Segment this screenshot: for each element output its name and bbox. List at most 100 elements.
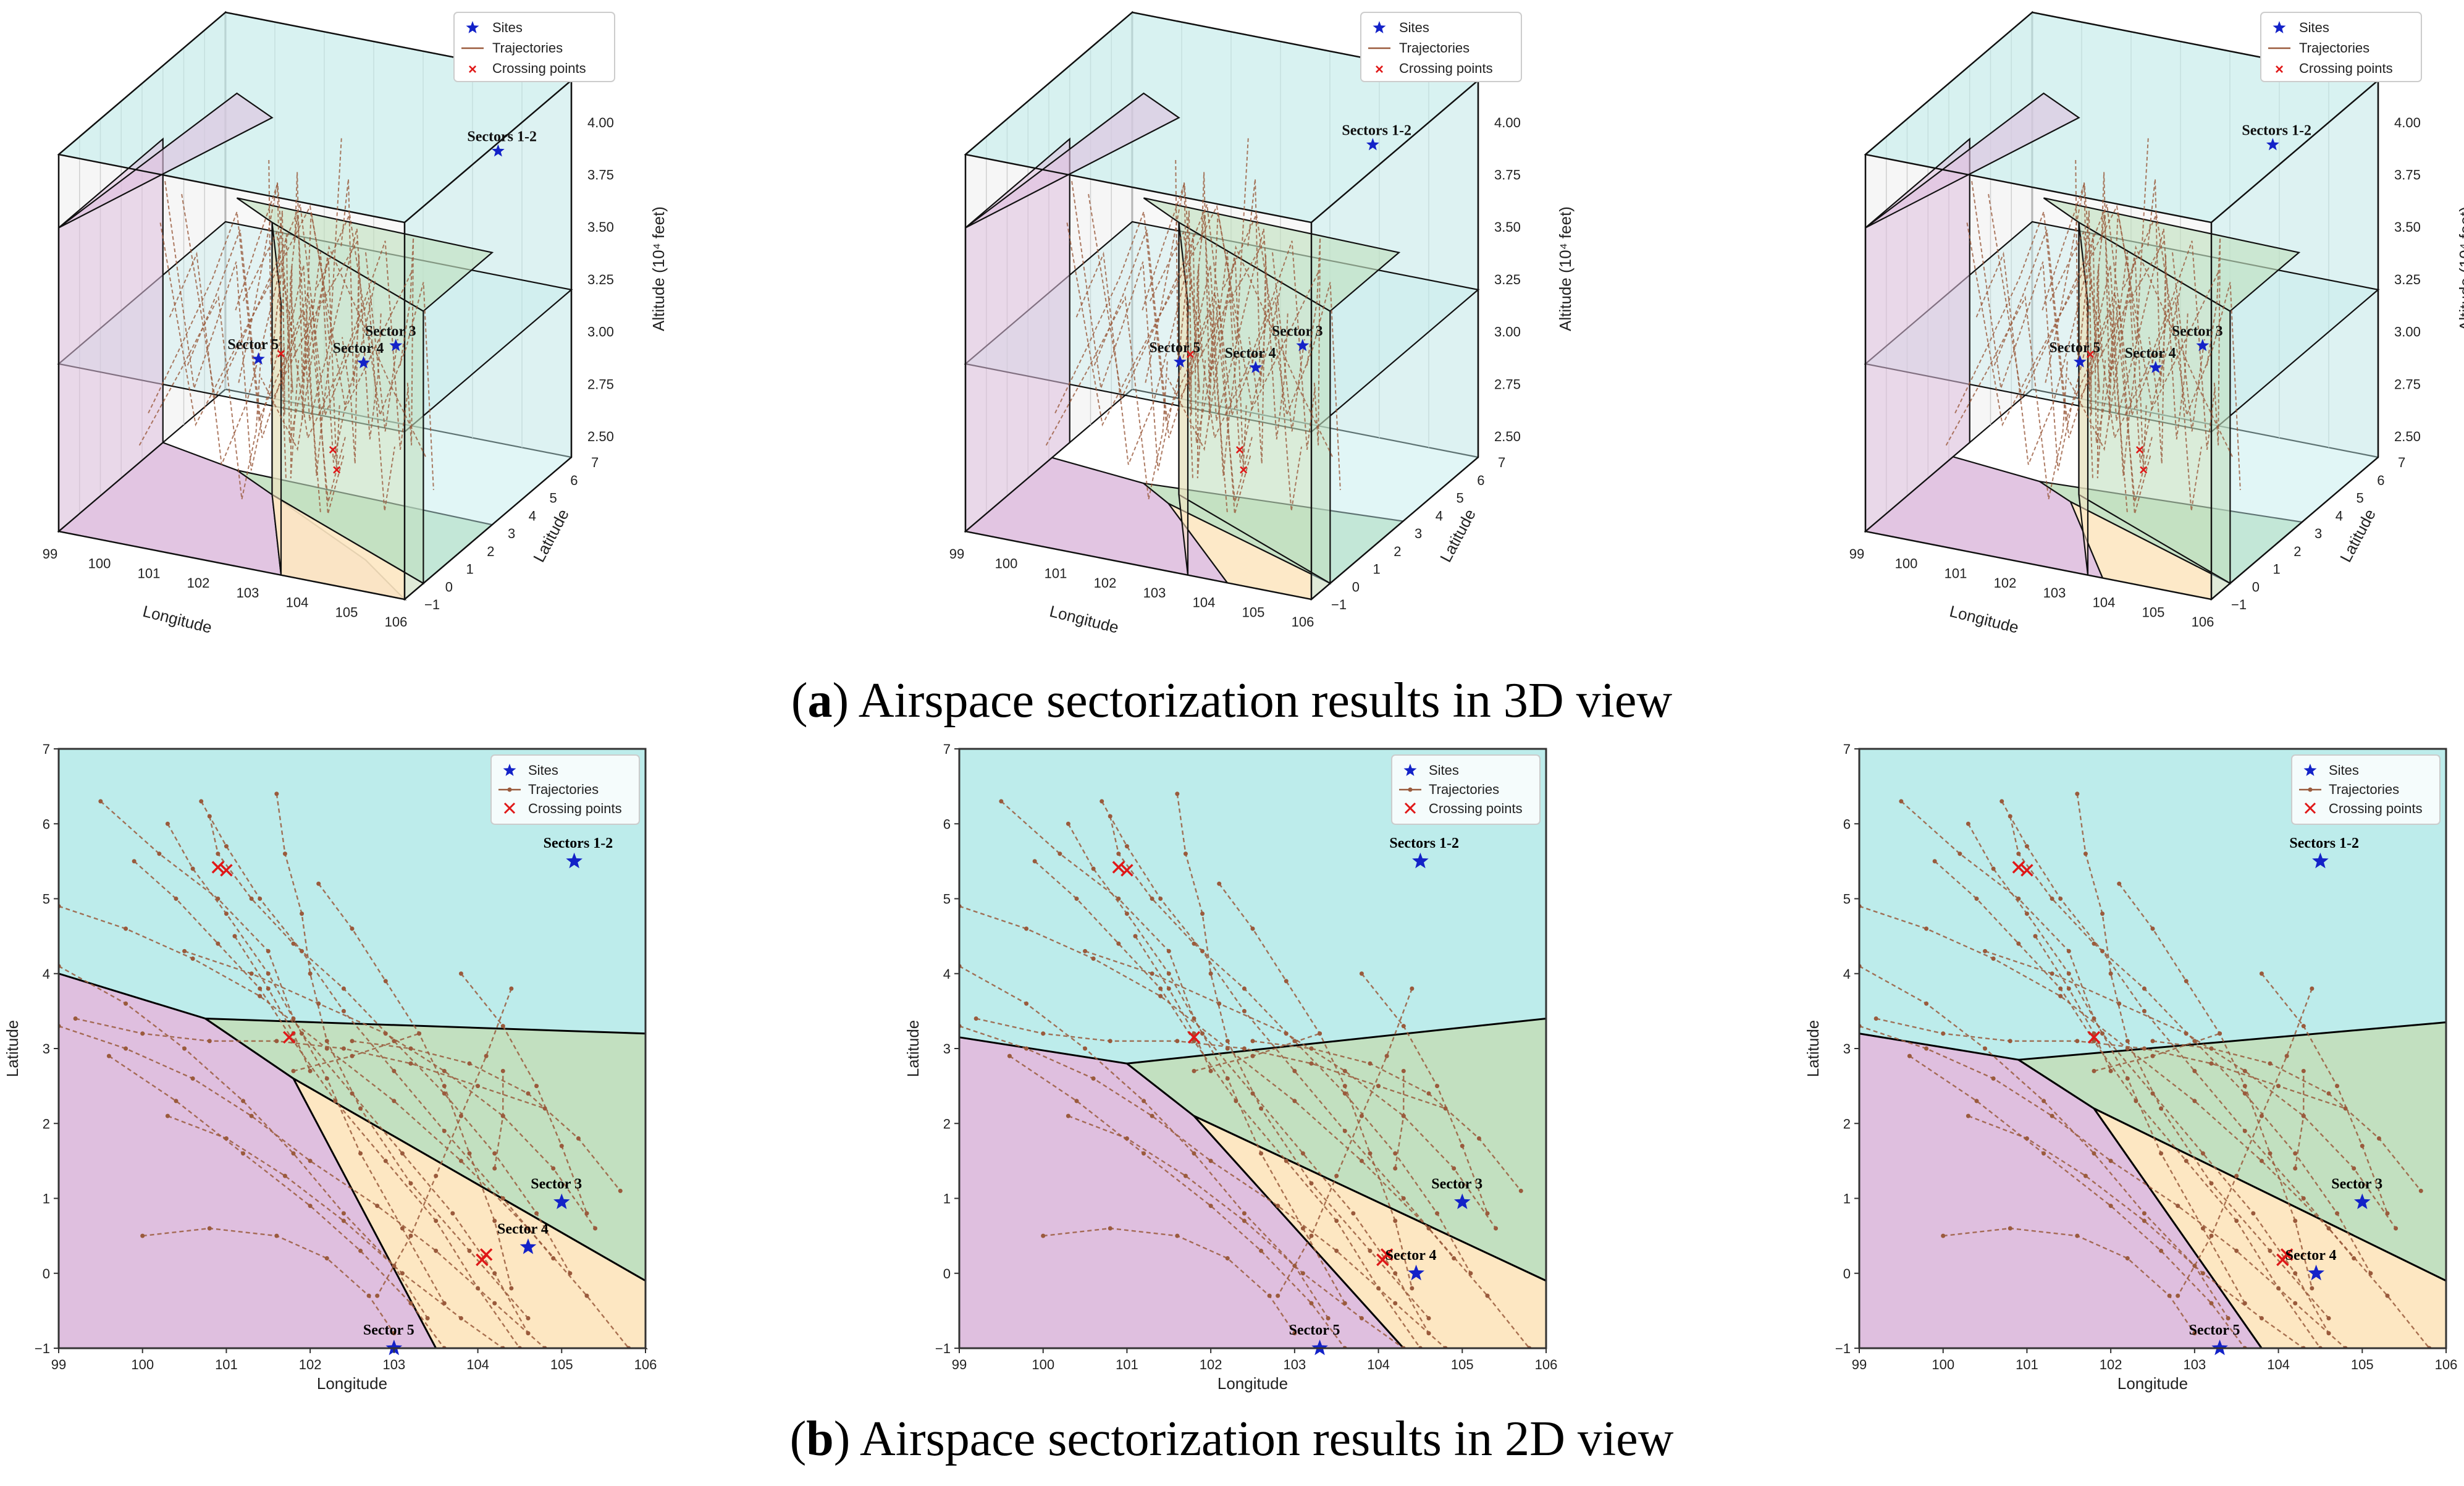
trajectory-point xyxy=(1158,994,1163,998)
trajectory-3d-2 xyxy=(1088,194,1302,512)
trajectory-point xyxy=(484,1053,489,1058)
trajectory-3d-10 xyxy=(399,237,414,445)
trajectory-point xyxy=(1300,1271,1305,1276)
trajectory-point xyxy=(2259,1113,2264,1118)
y-tick-label: −1 xyxy=(35,1341,50,1356)
trajectory-point xyxy=(1974,1099,1979,1104)
trajectory-point xyxy=(341,1218,346,1223)
trajectory-point xyxy=(224,911,229,916)
trajectory-point xyxy=(2050,971,2054,976)
trajectory-point xyxy=(1200,911,1205,916)
trajectory-point xyxy=(2234,1173,2239,1178)
trajectory-point xyxy=(2066,971,2071,976)
trajectory-point xyxy=(1158,897,1163,901)
trajectory-point xyxy=(2209,1233,2214,1238)
trajectory-point xyxy=(1142,1151,1146,1156)
site-3d-2 xyxy=(389,339,403,352)
trajectory-point xyxy=(1183,851,1188,856)
trajectory-point xyxy=(1192,941,1196,946)
trajectory-point xyxy=(1410,1286,1415,1291)
trajectory-point xyxy=(1999,799,2004,804)
trajectory-point xyxy=(2092,1151,2096,1156)
y-tick-label: −1 xyxy=(1835,1341,1851,1356)
x-tick-label: 103 xyxy=(1283,1357,1306,1372)
z3d-tick-label: 3.25 xyxy=(1494,272,1521,287)
trajectory-point xyxy=(1024,1001,1029,1006)
legend-crossing-label: Crossing points xyxy=(528,801,622,816)
trajectory-3d-18 xyxy=(1272,252,1305,432)
trajectory-point xyxy=(551,1166,556,1171)
y-tick-label: 2 xyxy=(943,1116,951,1131)
z3d-tick-label: 4.00 xyxy=(1494,115,1521,130)
trajectory-point xyxy=(1024,1046,1029,1051)
site-3d-label-3: Sector 4 xyxy=(333,340,384,357)
legend-traj-dot xyxy=(1408,787,1413,792)
trajectories xyxy=(959,792,1532,1348)
site-3d-label-3: Sector 4 xyxy=(1225,345,1276,361)
y-tick-label: 2 xyxy=(43,1116,50,1131)
legend-trajectories-label: Trajectories xyxy=(492,40,563,56)
z3d-tick-label: 3.25 xyxy=(587,272,614,287)
site-3d-3 xyxy=(2149,360,2163,373)
trajectory-point xyxy=(2075,792,2080,796)
trajectory-point xyxy=(2041,1099,2046,1104)
trajectory-3d-14 xyxy=(1945,295,2068,500)
trajectory-point xyxy=(1309,1301,1314,1306)
trajectory-point xyxy=(1100,799,1104,804)
trajectory-3d-4 xyxy=(1196,214,1289,440)
z3d-tick-label: 3.50 xyxy=(2394,219,2421,235)
trajectory-point xyxy=(1091,866,1096,871)
trajectory-3d-15 xyxy=(164,181,285,471)
trajectory-point xyxy=(2184,1031,2189,1036)
trajectory-point xyxy=(2058,897,2063,901)
trajectory-point xyxy=(2016,897,2021,901)
trajectory-point xyxy=(1309,1061,1314,1066)
trajectory-point xyxy=(2142,1211,2147,1216)
trajectories xyxy=(59,792,631,1348)
trajectory-point xyxy=(1166,948,1171,953)
trajectory-4 xyxy=(209,816,571,1274)
trajectory-point xyxy=(1284,979,1289,984)
y-tick-label: 6 xyxy=(943,816,951,832)
y-tick-label: 5 xyxy=(943,892,951,907)
caption-a-text: ) Airspace sectorization results in 3D v… xyxy=(833,673,1673,728)
z3d-tick-label: 3.00 xyxy=(2394,324,2421,340)
trajectory-point xyxy=(350,1053,355,1058)
trajectory-point xyxy=(2008,1039,2012,1044)
caption-b-letter: b xyxy=(806,1412,834,1466)
box-edge xyxy=(58,153,405,224)
crossing-point-2 xyxy=(220,864,233,877)
trajectory-point xyxy=(2293,1218,2298,1223)
box-edge xyxy=(1311,80,1479,223)
trajectory-3d-4 xyxy=(2096,214,2189,440)
legend-sites-label: Sites xyxy=(2299,20,2329,35)
site-3d-4 xyxy=(251,352,265,365)
legend-cross-icon: × xyxy=(468,61,477,78)
legend-trajectories-label: Trajectories xyxy=(1429,782,1499,797)
x3d-tick-label: 102 xyxy=(1994,575,2017,591)
trajectory-point xyxy=(2134,1099,2138,1104)
trajectory-14 xyxy=(1943,1227,2195,1334)
trajectory-point xyxy=(1041,1233,1046,1238)
trajectory-point xyxy=(534,1084,539,1089)
crossing-point-3d: × xyxy=(2139,462,2148,479)
trajectory-point xyxy=(1225,1076,1230,1081)
trajectory-9 xyxy=(1218,883,1413,1289)
legend-crossing-label: Crossing points xyxy=(1429,801,1523,816)
x-tick-label: 102 xyxy=(2100,1357,2122,1372)
trajectory-point xyxy=(2092,941,2096,946)
trajectory-point xyxy=(157,851,162,856)
x-tick-label: 105 xyxy=(1451,1357,1474,1372)
site-3d-label-3: Sector 4 xyxy=(2125,345,2176,361)
trajectory-point xyxy=(1991,866,1996,871)
trajectory-point xyxy=(1208,1204,1213,1209)
trajectory-3d-19 xyxy=(1223,212,1341,491)
x3d-tick-label: 101 xyxy=(1945,565,1967,581)
trajectory-point xyxy=(2050,897,2054,901)
trajectory-3d-5 xyxy=(268,159,340,468)
trajectory-3d-17 xyxy=(273,239,360,397)
x-tick-label: 100 xyxy=(1032,1357,1054,1372)
y-tick-label: −1 xyxy=(935,1341,951,1356)
trajectory-point xyxy=(1941,1031,1946,1036)
